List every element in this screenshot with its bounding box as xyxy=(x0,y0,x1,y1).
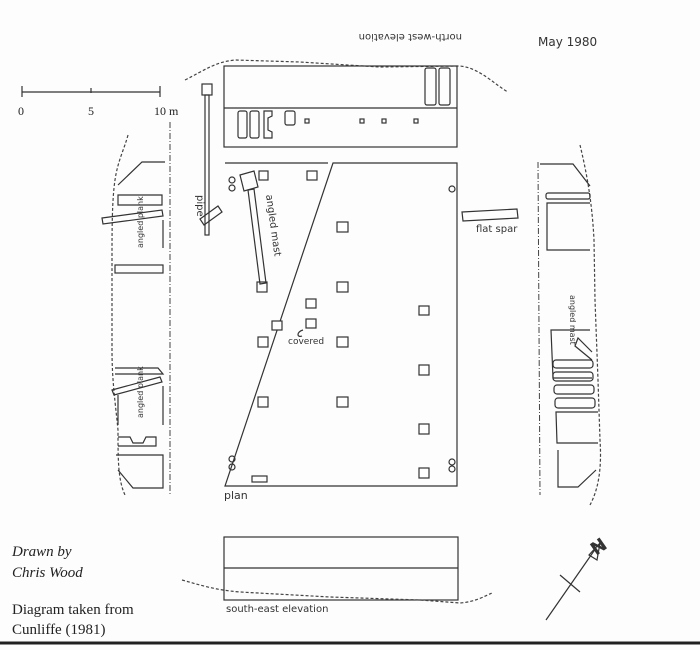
angled-mast: angled mast xyxy=(239,170,283,293)
hatched-box xyxy=(251,475,268,483)
date-label: May 1980 xyxy=(538,35,597,49)
north-west-elevation-label: north-west elevation xyxy=(359,31,462,42)
south-east-elevation: south-east elevation xyxy=(181,536,493,615)
north-west-elevation: north-west elevation xyxy=(184,31,509,148)
author-name: Chris Wood xyxy=(12,565,83,581)
covered-label: covered xyxy=(288,337,324,347)
scale-bar: 0 5 10 m xyxy=(18,86,179,118)
scale-tick-10: 10 m xyxy=(154,104,179,118)
mast-post-squares xyxy=(257,170,430,479)
left-elevation: angled plank angled plank xyxy=(101,122,171,496)
angled-plank-lower-label: angled plank xyxy=(136,366,145,418)
source-line-1: Diagram taken from xyxy=(12,602,134,618)
angled-timber xyxy=(199,205,223,226)
flat-spar-label: flat spar xyxy=(476,224,518,235)
flat-spar: flat spar xyxy=(461,208,519,235)
angled-mast-label: angled mast xyxy=(263,194,283,257)
pipe-label: pipe xyxy=(194,195,205,217)
angled-plank-upper-label: angled plank xyxy=(136,196,145,248)
angled-mast-side-label: angled mast xyxy=(568,295,577,345)
scale-tick-0: 0 xyxy=(18,104,24,118)
covered-pointer xyxy=(297,329,304,337)
north-arrow-icon: N xyxy=(545,534,611,621)
plan-label: plan xyxy=(224,489,248,502)
drawn-by-label: Drawn by xyxy=(11,544,72,560)
post-holes xyxy=(228,176,456,473)
south-east-elevation-label: south-east elevation xyxy=(226,604,328,615)
scale-tick-5: 5 xyxy=(88,104,94,118)
site-plan: angled mast covered plan xyxy=(224,162,458,502)
right-elevation: angled mast xyxy=(537,144,602,506)
source-line-2: Cunliffe (1981) xyxy=(12,622,105,638)
pipe: pipe xyxy=(194,83,213,236)
